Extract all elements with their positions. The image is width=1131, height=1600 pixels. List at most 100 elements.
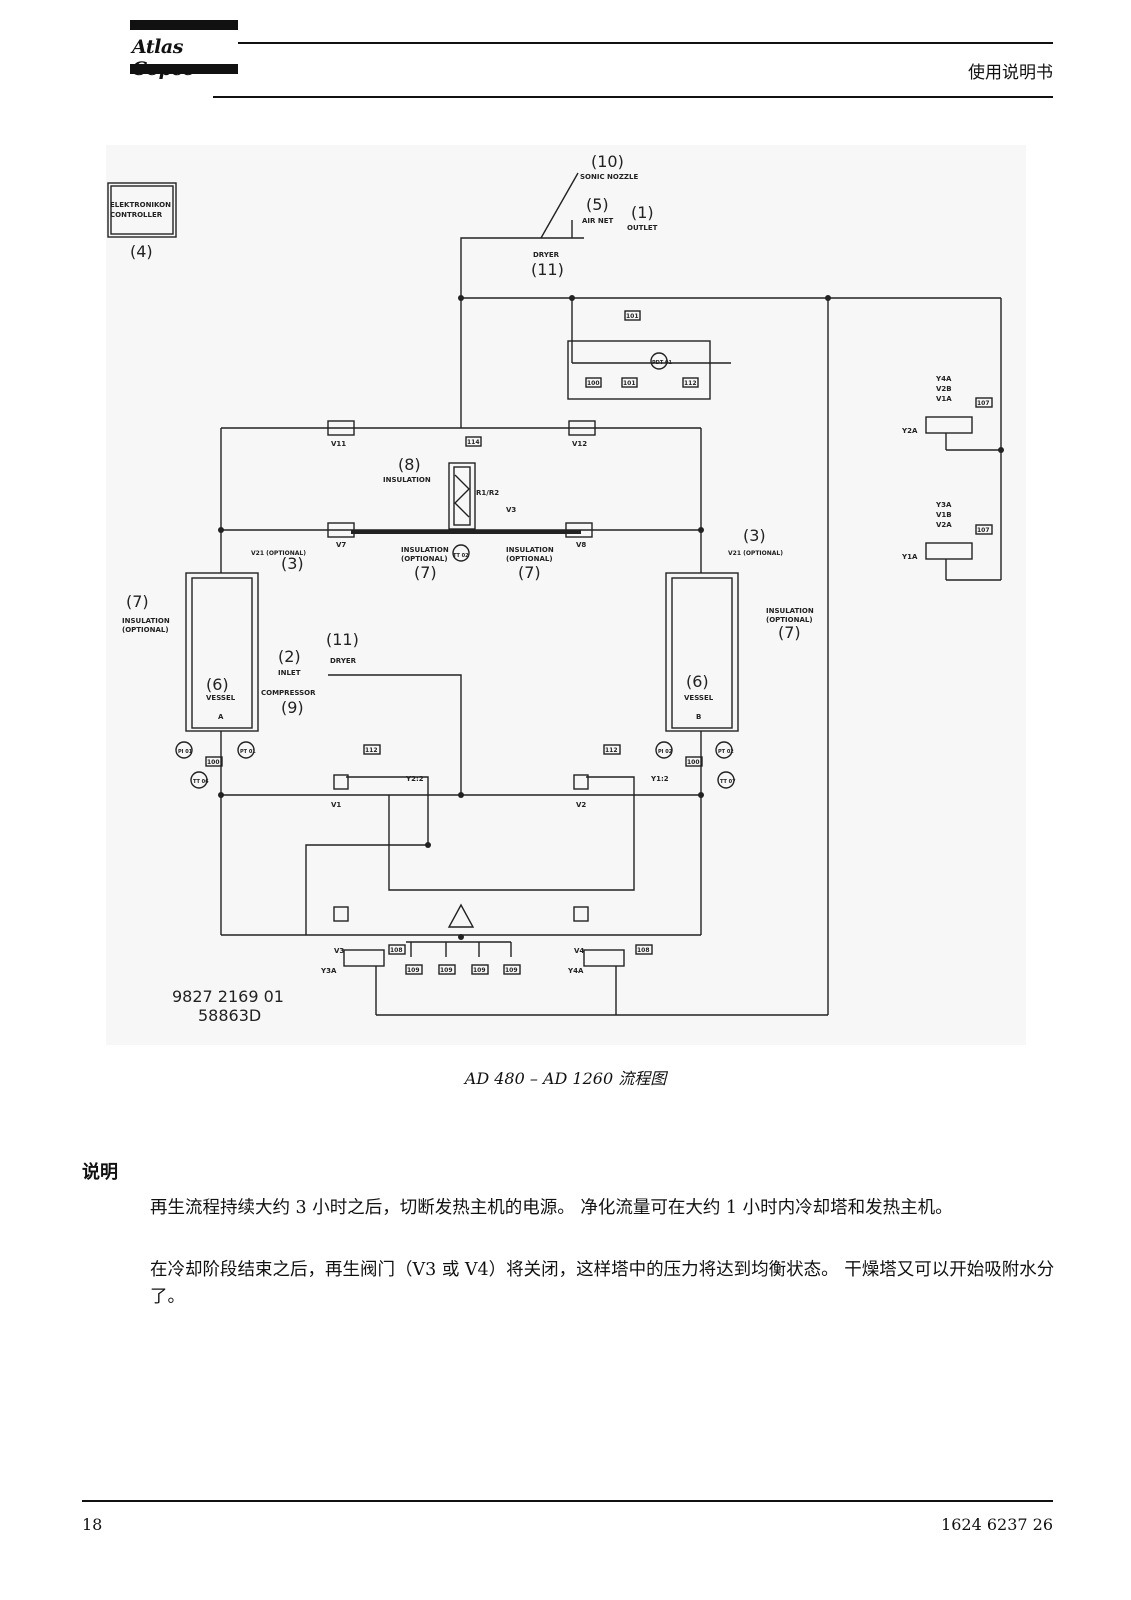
v4-label: V4: [574, 947, 584, 955]
tag-101-filter: 101: [623, 380, 636, 387]
pdt01-label: PDT 01: [652, 360, 672, 366]
part-number: 9827 2169 01: [172, 987, 284, 1006]
compressor-label: COMPRESSOR: [261, 689, 316, 697]
y4a-list-1: Y4A: [935, 375, 952, 383]
tag-100-right: 100: [687, 759, 700, 766]
ref-3-left: (3): [281, 554, 304, 573]
ref-1: (1): [631, 203, 654, 222]
document-number: 1624 6237 26: [941, 1515, 1053, 1534]
outlet-label: OUTLET: [627, 224, 658, 232]
header-rule-top: [238, 42, 1053, 44]
v11-label: V11: [331, 440, 346, 448]
v12-label: V12: [572, 440, 587, 448]
y1a-label: Y1A: [901, 553, 918, 561]
paragraph-1: 再生流程持续大约 3 小时之后，切断发热主机的电源。 净化流量可在大约 1 小时…: [150, 1198, 953, 1218]
page-number: 18: [82, 1515, 103, 1534]
tag-109-2: 109: [440, 967, 453, 974]
v8-label: V8: [576, 541, 586, 549]
ref-7-mid-left: (7): [414, 563, 437, 582]
tt02-label: TT 02: [453, 553, 469, 559]
tag-109-4: 109: [505, 967, 518, 974]
drawing-number: 58863D: [198, 1006, 261, 1025]
figure-caption: AD 480 – AD 1260 流程图: [464, 1069, 667, 1088]
y12-label: Y1:2: [650, 775, 669, 783]
ref-7-left: (7): [126, 592, 149, 611]
tag-109-1: 109: [407, 967, 420, 974]
tag-108-right: 108: [637, 947, 650, 954]
y22-label: Y2:2: [405, 775, 424, 783]
ref-9: (9): [281, 698, 304, 717]
atlas-copco-logo: Atlas Copco: [130, 20, 238, 80]
y3a-list-3: V2A: [936, 521, 952, 529]
v7-label: V7: [336, 541, 346, 549]
tag-108-left: 108: [390, 947, 403, 954]
ref-8: (8): [398, 455, 421, 474]
ref-11-top: (11): [531, 260, 564, 279]
section-title: 说明: [82, 1162, 118, 1183]
sonic-nozzle-label: SONIC NOZZLE: [580, 173, 638, 181]
tag-114: 114: [467, 439, 480, 446]
optional-right-vessel-label: (OPTIONAL): [766, 616, 813, 624]
v2-label: V2: [576, 801, 586, 809]
tag-107-lower: 107: [977, 527, 990, 534]
header-rule-bottom: [213, 96, 1053, 98]
vessel-b-label: VESSEL: [684, 694, 714, 702]
logo-top-bar: [130, 20, 238, 30]
tag-101-top: 101: [626, 313, 639, 320]
flow-diagram: ELEKTRONIKON CONTROLLER SONIC NOZZLE AIR…: [106, 145, 1026, 1045]
vessel-a: [185, 572, 259, 732]
v21-optional-left-label: V21 (OPTIONAL): [251, 550, 306, 557]
pi02-label: PI 02: [658, 749, 673, 755]
ref-7-right: (7): [778, 623, 801, 642]
v3-optional-label: V3: [506, 506, 516, 514]
tt06-label: TT 06: [193, 779, 209, 785]
insulation-heater-label: INSULATION: [383, 476, 431, 484]
y3a-label: Y3A: [320, 967, 337, 975]
paragraph-2: 在冷却阶段结束之后，再生阀门（V3 或 V4）将关闭，这样塔中的压力将达到均衡状…: [150, 1260, 1055, 1307]
tag-112-right: 112: [605, 747, 618, 754]
dryer-mid-label: DRYER: [330, 657, 357, 665]
y4a-list-2: V2B: [936, 385, 952, 393]
footer-rule: [82, 1500, 1053, 1502]
y4a-label: Y4A: [567, 967, 584, 975]
document-type-title: 使用说明书: [968, 63, 1053, 83]
controller-box: [107, 182, 177, 238]
dryer-top-label: DRYER: [533, 251, 560, 259]
insulation-opt-right-label: INSULATION: [506, 546, 554, 554]
pi01-label: PI 01: [178, 749, 193, 755]
tt07-label: TT 07: [720, 779, 736, 785]
logo-bottom-bar: [130, 64, 238, 74]
ref-2: (2): [278, 647, 301, 666]
vessel-a-label: VESSEL: [206, 694, 236, 702]
vessel-b-letter: B: [696, 713, 701, 721]
tag-107-upper: 107: [977, 400, 990, 407]
r1r2-label: R1/R2: [476, 489, 499, 497]
ref-5: (5): [586, 195, 609, 214]
inlet-label: INLET: [278, 669, 301, 677]
optional-left-vessel-label: (OPTIONAL): [122, 626, 169, 634]
tag-109-3: 109: [473, 967, 486, 974]
ref-3-right: (3): [743, 526, 766, 545]
heater-r1r2: [448, 462, 476, 530]
v21-optional-right-label: V21 (OPTIONAL): [728, 550, 783, 557]
pt02-label: PT 02: [718, 749, 734, 755]
pt01-label: PT 01: [240, 749, 256, 755]
tag-100-left: 100: [207, 759, 220, 766]
insulation-right-label: INSULATION: [766, 607, 814, 615]
v3-label: V3: [334, 947, 344, 955]
v1-label: V1: [331, 801, 341, 809]
optional-left-label: (OPTIONAL): [401, 555, 448, 563]
vessel-b: [665, 572, 739, 732]
ref-6-a: (6): [206, 675, 229, 694]
tag-112-filter: 112: [684, 380, 697, 387]
air-net-label: AIR NET: [582, 217, 613, 225]
ref-7-mid-right: (7): [518, 563, 541, 582]
insulation-left-label: INSULATION: [122, 617, 170, 625]
tag-112-left: 112: [365, 747, 378, 754]
ref-11-mid: (11): [326, 630, 359, 649]
tag-100-filter: 100: [587, 380, 600, 387]
y3a-list-2: V1B: [936, 511, 952, 519]
y4a-list-3: V1A: [936, 395, 952, 403]
y3a-list-1: Y3A: [935, 501, 952, 509]
ref-6-b: (6): [686, 672, 709, 691]
